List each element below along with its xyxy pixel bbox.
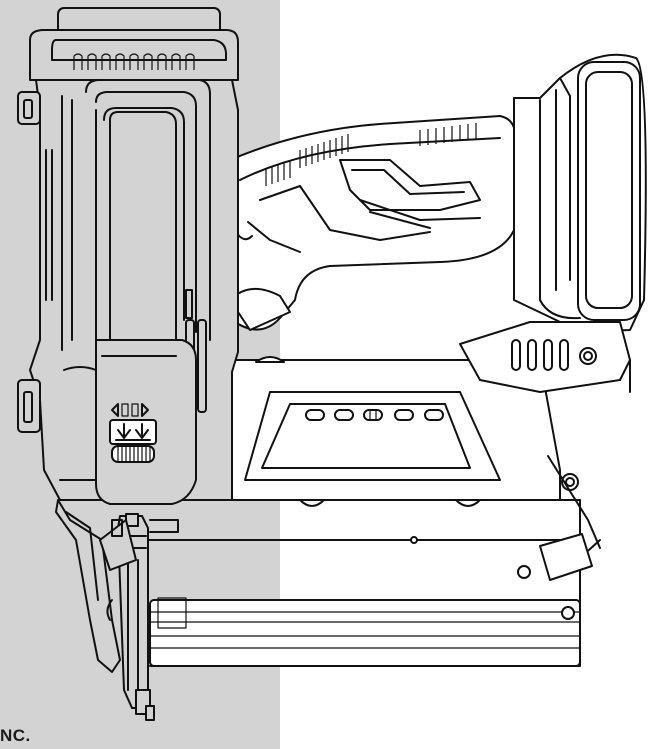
handle-grip [229, 115, 517, 331]
rail-screw-icon [561, 606, 575, 620]
base-frame [134, 356, 601, 581]
motor-housing [17, 7, 239, 505]
double-down-arrow-icon [109, 419, 157, 445]
depth-adjust-wheel [111, 445, 155, 463]
battery-pack [459, 53, 647, 393]
mode-selector-icon [111, 403, 149, 417]
nose-assembly [55, 499, 179, 721]
corner-label: NC. [0, 726, 31, 745]
magazine-rail [149, 539, 601, 667]
